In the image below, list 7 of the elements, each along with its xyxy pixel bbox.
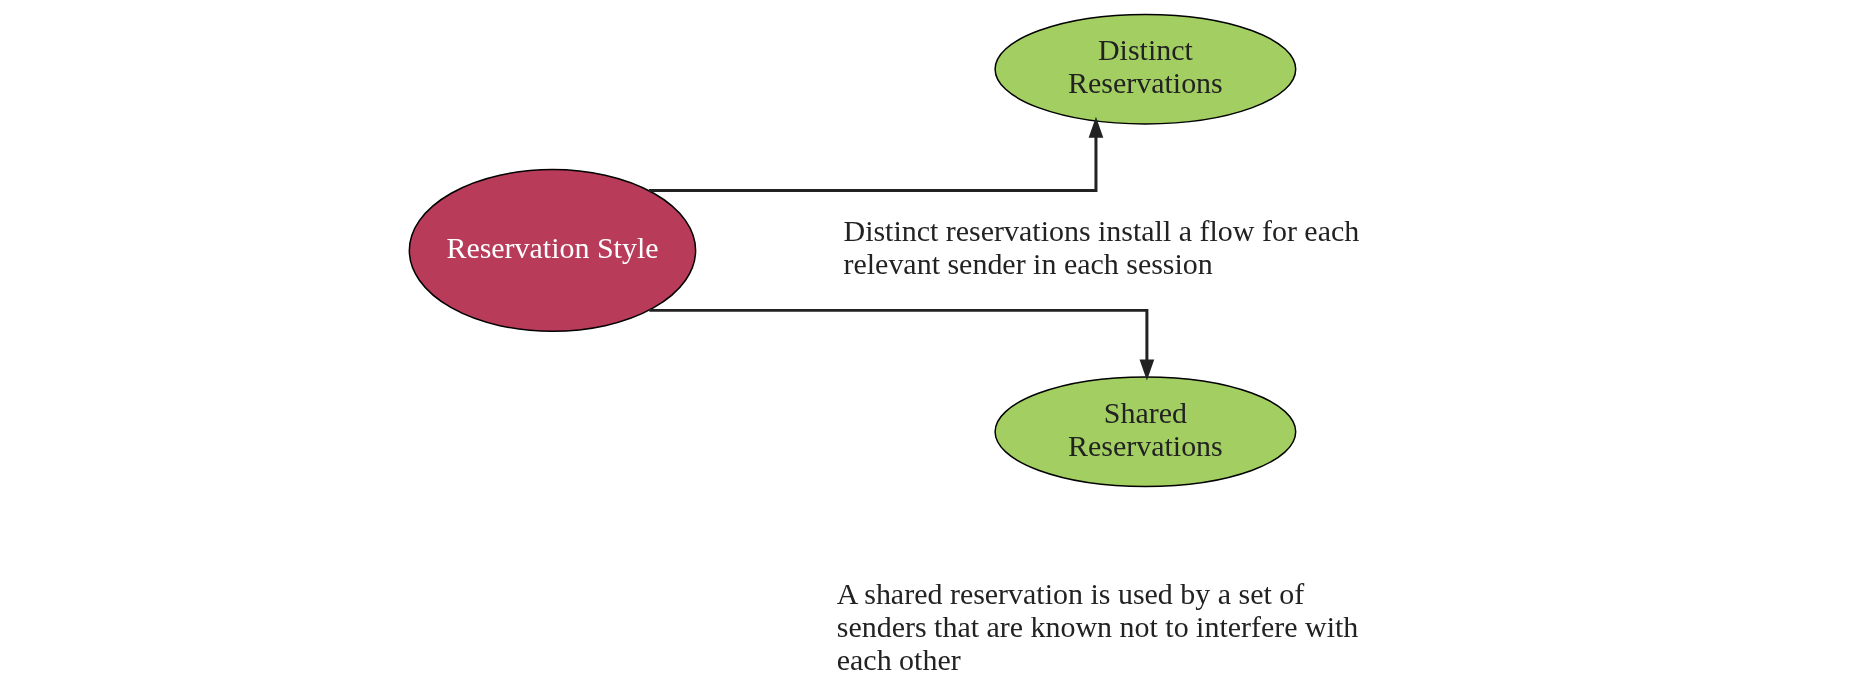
node-ellipse: Reservation Style (408, 168, 697, 333)
node-ellipse: Shared Reservations (994, 376, 1297, 488)
node-label: Distinct reservations install a flow for each relevant sender in each session (843, 214, 1360, 281)
node-ellipse: Distinct Reservations (994, 13, 1297, 125)
arrow (649, 116, 1104, 192)
node-label: A shared reservation is used by a set of senders that are known not to interfere with each other (836, 577, 1359, 676)
arrow (649, 308, 1155, 381)
